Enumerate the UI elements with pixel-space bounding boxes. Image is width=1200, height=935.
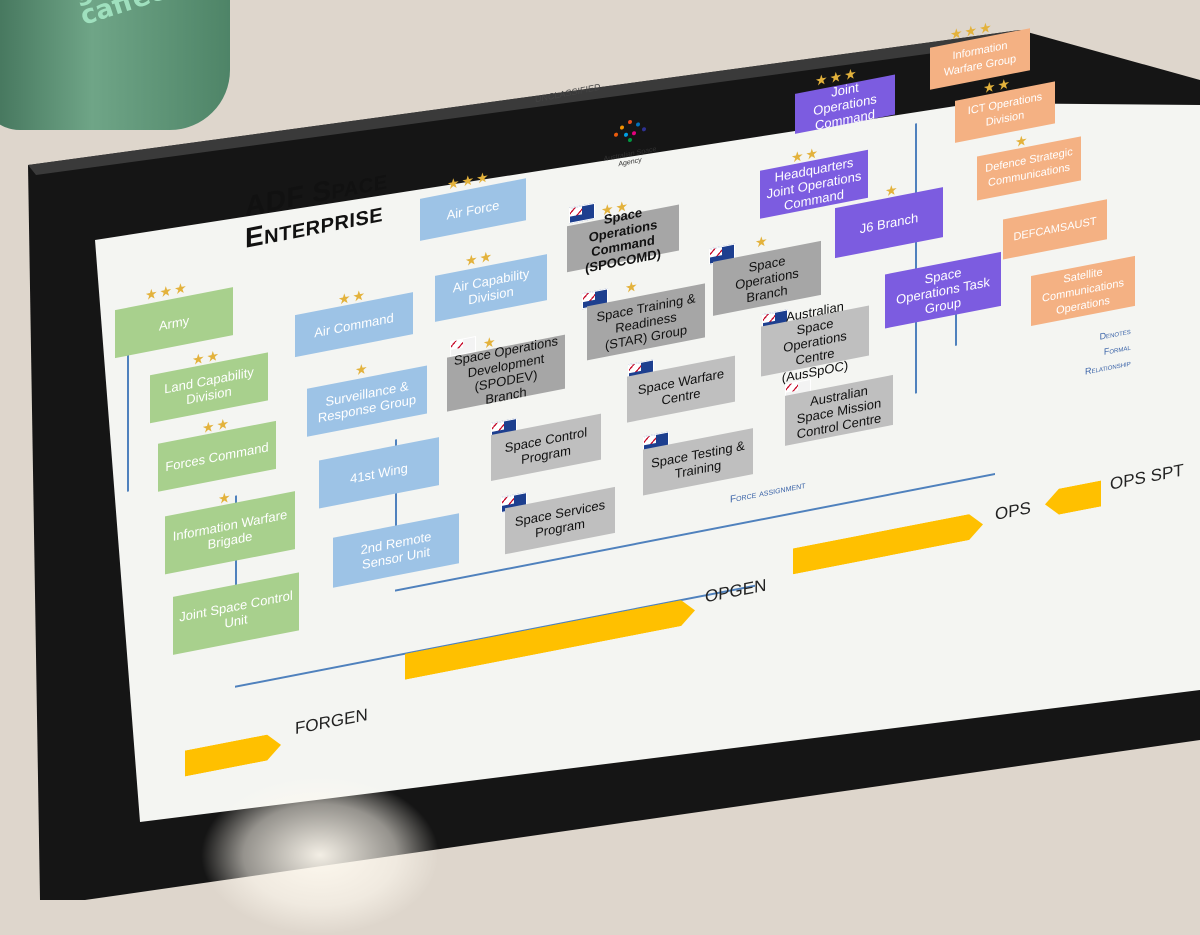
ausspoc-box[interactable]: Australian Space Operations Centre (AusS… [761, 298, 869, 385]
forces-command-box[interactable]: Forces Command [158, 420, 276, 492]
land-capability-division-box[interactable]: Land Capability Division [150, 352, 268, 424]
space-agency-dots-icon [614, 119, 646, 143]
coffee-mug: green caffeen [0, 0, 230, 130]
2nd-remote-sensor-unit-box[interactable]: 2nd Remote Sensor Unit [333, 513, 459, 588]
surveillance-response-group-box[interactable]: Surveillance & Response Group [307, 365, 427, 437]
surveillance-response-group-stars: ★ [355, 359, 370, 379]
joint-operations-command-box[interactable]: Joint Operations Command [795, 74, 895, 134]
information-warfare-group-box[interactable]: Information Warfare Group [930, 28, 1030, 90]
defcamsaust-box[interactable]: DEFCAMSAUST [1003, 199, 1107, 260]
slide: UNCLASSIFIED ADF Space Enterprise ★★★ Ar… [95, 0, 1200, 818]
screen-glare [200, 775, 440, 935]
ops-spt-label: OPS SPT [1110, 460, 1184, 494]
force-assignment-label: Force assignment [730, 479, 806, 506]
air-capability-division-box[interactable]: Air Capability Division [435, 254, 547, 322]
41st-wing-box[interactable]: 41st Wing [319, 437, 439, 509]
legend: Denotes Formal Relationship [1085, 323, 1131, 380]
ops-spt-arrow [1045, 480, 1101, 517]
opgen-arrow [793, 511, 983, 574]
australian-space-agency-logo: Australian Space Agency [600, 110, 660, 170]
classification-label: UNCLASSIFIED [535, 81, 601, 105]
forgen-arrow-long [405, 597, 695, 679]
joint-space-control-unit-box[interactable]: Joint Space Control Unit [173, 572, 299, 655]
information-warfare-brigade-box[interactable]: Information Warfare Brigade [165, 491, 295, 575]
defence-strategic-communications-box[interactable]: Defence Strategic Communications [977, 136, 1081, 201]
ict-operations-division-box[interactable]: ICT Operations Division [955, 81, 1055, 143]
forgen-arrow [185, 732, 281, 777]
star-group-stars: ★ [625, 277, 640, 296]
page-title: ADF Space Enterprise [245, 163, 388, 255]
space-operations-branch-stars: ★ [755, 231, 770, 251]
satellite-communications-operations-box[interactable]: Satellite Communications Operations [1031, 255, 1135, 327]
air-force-box[interactable]: Air Force [420, 178, 526, 241]
forgen-label: FORGEN [295, 704, 368, 739]
joint-connector [915, 123, 917, 394]
opgen-label: OPGEN [705, 575, 767, 607]
space-operations-task-group-box[interactable]: Space Operations Task Group [885, 251, 1001, 329]
ops-label: OPS [995, 498, 1031, 525]
